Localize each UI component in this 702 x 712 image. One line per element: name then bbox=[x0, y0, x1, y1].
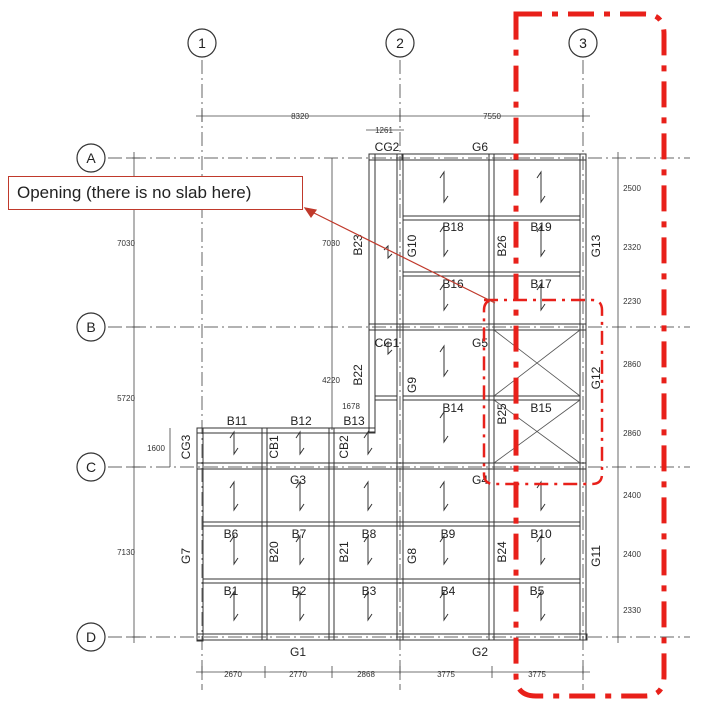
opening-x-marks bbox=[493, 329, 581, 464]
grid-bubble-2 bbox=[385, 28, 415, 58]
dim-right-2330: 2330 bbox=[623, 606, 641, 615]
dim-inner-4220: 4220 bbox=[322, 376, 340, 385]
opening-highlight bbox=[482, 298, 604, 486]
label-B5: B5 bbox=[530, 584, 545, 598]
grid-bubble-A bbox=[76, 143, 106, 173]
dim-bottom-2770: 2770 bbox=[289, 670, 307, 679]
label-B8: B8 bbox=[362, 527, 377, 541]
dim-bottom-2670: 2670 bbox=[224, 670, 242, 679]
dim-right-2400-a: 2400 bbox=[623, 491, 641, 500]
label-B18: B18 bbox=[442, 220, 464, 234]
label-B16: B16 bbox=[442, 277, 464, 291]
structure-beams bbox=[196, 153, 588, 642]
grid-label-C: C bbox=[86, 459, 96, 475]
dim-right-2400-b: 2400 bbox=[623, 550, 641, 559]
label-B22: B22 bbox=[351, 364, 365, 386]
dim-right-2500: 2500 bbox=[623, 184, 641, 193]
label-B11: B11 bbox=[227, 414, 248, 428]
label-G9: G9 bbox=[405, 377, 419, 393]
label-G10: G10 bbox=[405, 234, 419, 257]
label-B10: B10 bbox=[530, 527, 552, 541]
label-B2: B2 bbox=[292, 584, 307, 598]
dim-left-1600: 1600 bbox=[147, 444, 165, 453]
label-G13: G13 bbox=[589, 234, 603, 257]
label-CG1: CG1 bbox=[375, 336, 400, 350]
dim-right-2860-b: 2860 bbox=[623, 429, 641, 438]
dim-bottom-2868: 2868 bbox=[357, 670, 375, 679]
dim-inner-1678: 1678 bbox=[342, 402, 360, 411]
label-B6: B6 bbox=[224, 527, 239, 541]
dimension-lines bbox=[128, 110, 619, 678]
label-B9: B9 bbox=[441, 527, 456, 541]
grid-bubble-3 bbox=[568, 28, 598, 58]
grid-bubble-B bbox=[76, 312, 106, 342]
label-B13: B13 bbox=[343, 414, 365, 428]
grid-label-3: 3 bbox=[579, 35, 587, 51]
grid-bubble-D bbox=[76, 622, 106, 652]
grid-label-1: 1 bbox=[198, 35, 206, 51]
label-G3: G3 bbox=[290, 473, 306, 487]
label-G7: G7 bbox=[179, 548, 193, 564]
label-B14: B14 bbox=[442, 401, 464, 415]
grid-lines bbox=[108, 60, 690, 690]
label-B20: B20 bbox=[267, 541, 281, 563]
label-B26: B26 bbox=[495, 235, 509, 257]
dim-bottom-3775-b: 3775 bbox=[528, 670, 546, 679]
dim-bottom-3775-a: 3775 bbox=[437, 670, 455, 679]
label-G11: G11 bbox=[589, 545, 603, 567]
grid-label-D: D bbox=[86, 629, 96, 645]
column-3-highlight bbox=[513, 11, 667, 699]
grid-bubble-1 bbox=[187, 28, 217, 58]
label-G5: G5 bbox=[472, 336, 488, 350]
dim-top-7550: 7550 bbox=[483, 112, 501, 121]
label-B4: B4 bbox=[441, 584, 456, 598]
dim-left-5720: 5720 bbox=[117, 394, 135, 403]
highlight-marks bbox=[482, 11, 667, 699]
label-B21: B21 bbox=[337, 541, 351, 563]
label-G12: G12 bbox=[589, 366, 603, 389]
label-G1: G1 bbox=[290, 645, 306, 659]
label-CB1: CB1 bbox=[267, 435, 281, 459]
label-B24: B24 bbox=[495, 541, 509, 563]
grid-label-A: A bbox=[86, 150, 96, 166]
grid-bubble-C bbox=[76, 452, 106, 482]
grid-label-B: B bbox=[86, 319, 95, 335]
label-B25: B25 bbox=[495, 403, 509, 425]
dim-top-1261: 1261 bbox=[375, 126, 393, 135]
label-B3: B3 bbox=[362, 584, 377, 598]
label-G6: G6 bbox=[472, 140, 488, 154]
label-CB2: CB2 bbox=[337, 435, 351, 459]
label-G8: G8 bbox=[405, 548, 419, 564]
label-B19: B19 bbox=[530, 220, 552, 234]
label-B17: B17 bbox=[530, 277, 552, 291]
label-B15: B15 bbox=[530, 401, 552, 415]
dim-left-7130: 7130 bbox=[117, 548, 135, 557]
label-B12: B12 bbox=[290, 414, 312, 428]
label-B23: B23 bbox=[351, 234, 365, 256]
label-CG2: CG2 bbox=[375, 140, 400, 154]
dim-inner-7030: 7030 bbox=[322, 239, 340, 248]
dim-right-2230: 2230 bbox=[623, 297, 641, 306]
grid-bubbles bbox=[76, 28, 598, 652]
dim-top-8320: 8320 bbox=[291, 112, 309, 121]
callout-arrow bbox=[303, 207, 496, 304]
label-G2: G2 bbox=[472, 645, 488, 659]
dim-right-2320: 2320 bbox=[623, 243, 641, 252]
grid-label-2: 2 bbox=[396, 35, 404, 51]
label-CG3: CG3 bbox=[179, 434, 193, 459]
label-B7: B7 bbox=[292, 527, 307, 541]
dim-right-2860-a: 2860 bbox=[623, 360, 641, 369]
label-B1: B1 bbox=[224, 584, 239, 598]
opening-callout: Opening (there is no slab here) bbox=[8, 176, 303, 210]
dim-left-7030: 7030 bbox=[117, 239, 135, 248]
